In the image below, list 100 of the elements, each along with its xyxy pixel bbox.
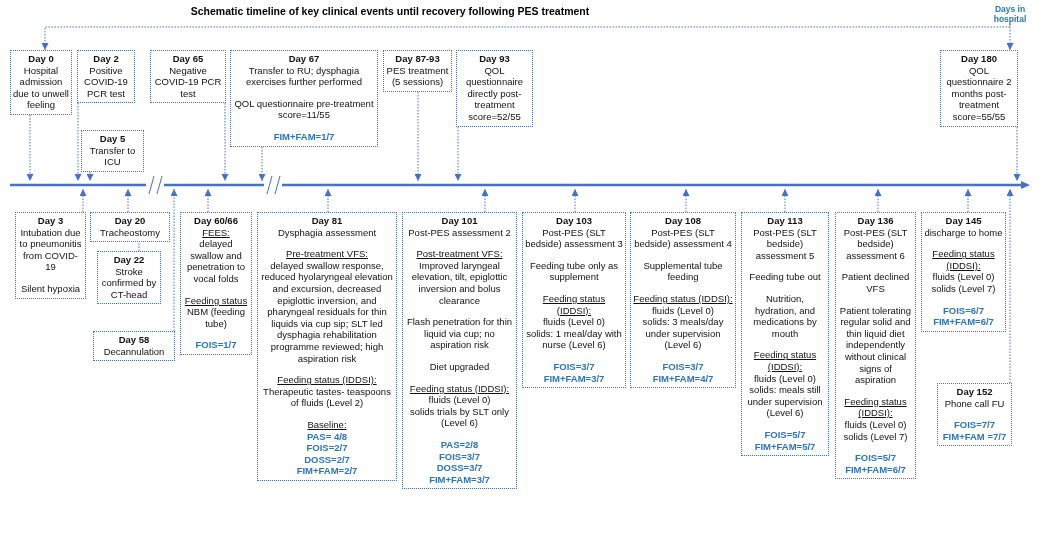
score-text: FIM+FAM=3/7 [428, 473, 491, 486]
event-text: solids trials by SLT only (Level 6) [409, 405, 510, 429]
section-heading: FEES: [201, 226, 231, 239]
event-text: Stroke confirmed by CT-head [100, 265, 158, 301]
event-box [90, 212, 170, 243]
event-text: Dysphagia assessment [276, 226, 378, 239]
score-text: FIM+FAM=3/7 [542, 372, 606, 385]
event-box [77, 50, 135, 104]
day-label: Day 65 [171, 53, 205, 65]
event-text: solids: 3 meals/day under supervision (Level 6) [641, 316, 725, 351]
section-heading: Post-treatment VFS: [415, 248, 504, 260]
day-label: Day 152 [955, 386, 994, 398]
day-label: Day 5 [98, 133, 127, 145]
section-heading: Feeding status (IDDSI): [752, 349, 818, 373]
day-label: Day 136 [856, 215, 895, 227]
event-box [835, 212, 916, 480]
day-label: Day 113 [766, 215, 804, 227]
arrow [414, 91, 422, 182]
event-text: Post-PES (SLT bedside) assessment 4 [633, 226, 733, 250]
event-text: discharge to home [924, 226, 1003, 239]
event-box [937, 383, 1012, 447]
event-text: Intubation due to pneumonitis from COVID-19 [18, 226, 83, 273]
section-heading: Feeding status [183, 294, 249, 307]
section-heading: Feeding status (IDDSI): [633, 292, 733, 305]
section-heading: Feeding status (IDDSI): [408, 382, 511, 395]
arrow [781, 188, 789, 213]
event-text: fluids (Level 0) [542, 316, 606, 328]
event-box [741, 212, 829, 457]
event-text: solids (Level 7) [842, 430, 909, 443]
day-label: Day 87-93 [394, 53, 441, 65]
event-text: Supplemental tube feeding [642, 259, 724, 283]
arrow [74, 102, 82, 182]
score-text: FIM+FAM =7/7 [941, 430, 1008, 443]
event-box [522, 212, 626, 389]
event-text: Post-PES (SLT bedside) assessment 6 [842, 226, 909, 262]
day-label: Day 60/66 [193, 215, 239, 227]
score-text: FOIS=5/7 [854, 452, 897, 464]
event-text: Diet upgraded [428, 360, 491, 373]
arrow [682, 188, 690, 213]
event-box [257, 212, 397, 481]
section-heading: Baseline: [306, 418, 348, 431]
event-text: Therapeutic tastes- teaspoons of fluids (Level 2) [262, 385, 392, 409]
score-text: FOIS=6/7 [942, 304, 985, 317]
event-text: Improved laryngeal elevation, tilt, epiglottic inversion and bolus clearance [410, 259, 509, 307]
score-text: FIM+FAM=1/7 [272, 130, 336, 143]
arrow [324, 188, 332, 213]
arrow [1006, 23, 1014, 51]
score-text: FIM+FAM=4/7 [651, 372, 715, 385]
event-text: Post-PES (SLT bedside) assessment 3 [525, 226, 623, 250]
event-text: Negative COVID-19 PCR test [153, 64, 223, 100]
event-box [93, 331, 175, 362]
event-text: solids: 1 meal/day with nurse (Level 6) [525, 327, 623, 351]
day-label: Day 58 [117, 334, 151, 346]
event-box [180, 212, 252, 355]
event-box [921, 212, 1006, 332]
event-text: Positive COVID-19 PCR test [83, 64, 129, 100]
event-box [630, 212, 736, 389]
arrow [874, 188, 882, 213]
event-box [10, 50, 72, 115]
section-heading: Feeding status (IDDSI): [541, 292, 607, 317]
event-text: Hospital admission due to unwell feeling [13, 64, 69, 111]
event-text: fluids (Level 0) [843, 418, 908, 431]
arrow [204, 188, 212, 213]
event-text: Nutrition, hydration, and medications by mouth [752, 292, 818, 340]
day-label: Day 3 [36, 215, 65, 227]
event-box [230, 50, 378, 147]
event-text: QOL questionnaire pre-treatment score=11/55 [233, 97, 375, 121]
event-box [456, 50, 533, 127]
axis-label: Days in hospital [992, 4, 1028, 24]
event-text: fluids (Level 0) [651, 304, 715, 317]
event-text: QOL questionnaire directly post-treatment score=52/55 [464, 64, 524, 123]
day-label: Day 145 [944, 215, 983, 227]
section-heading: Feeding status (IDDSI): [276, 374, 378, 386]
arrow [124, 188, 132, 213]
event-box [402, 212, 517, 490]
event-text: Silent hypoxia [19, 282, 82, 295]
event-text: fluids (Level 0) [427, 394, 492, 406]
event-text: Feeding tube out [748, 271, 822, 283]
day-label: Day 0 [27, 53, 55, 65]
score-text: PAS= 4/8 [305, 430, 349, 443]
score-text: DOSS=3/7 [435, 462, 484, 474]
event-text: Decannulation [102, 345, 166, 358]
score-text: FOIS=3/7 [552, 360, 596, 373]
day-label: Day 2 [92, 53, 120, 65]
day-label: Day 81 [310, 215, 344, 227]
timeline-axis [10, 181, 1030, 189]
score-text: FIM+FAM=6/7 [932, 316, 995, 328]
score-text: DOSS=2/7 [303, 453, 351, 466]
score-text: FOIS=2/7 [305, 442, 349, 454]
event-box [81, 130, 144, 172]
day-label: Day 22 [112, 254, 146, 266]
diagram-title: Schematic timeline of key clinical events until recovery following PES treatment [189, 5, 591, 17]
score-text: FIM+FAM=6/7 [844, 463, 907, 476]
arrow [86, 171, 94, 182]
arrow [1006, 188, 1014, 384]
day-label: Day 20 [113, 215, 147, 227]
event-box [150, 50, 226, 104]
event-text: solids (Level 7) [930, 282, 997, 295]
score-text: FOIS=3/7 [438, 450, 481, 463]
day-label: Day 93 [478, 53, 511, 65]
